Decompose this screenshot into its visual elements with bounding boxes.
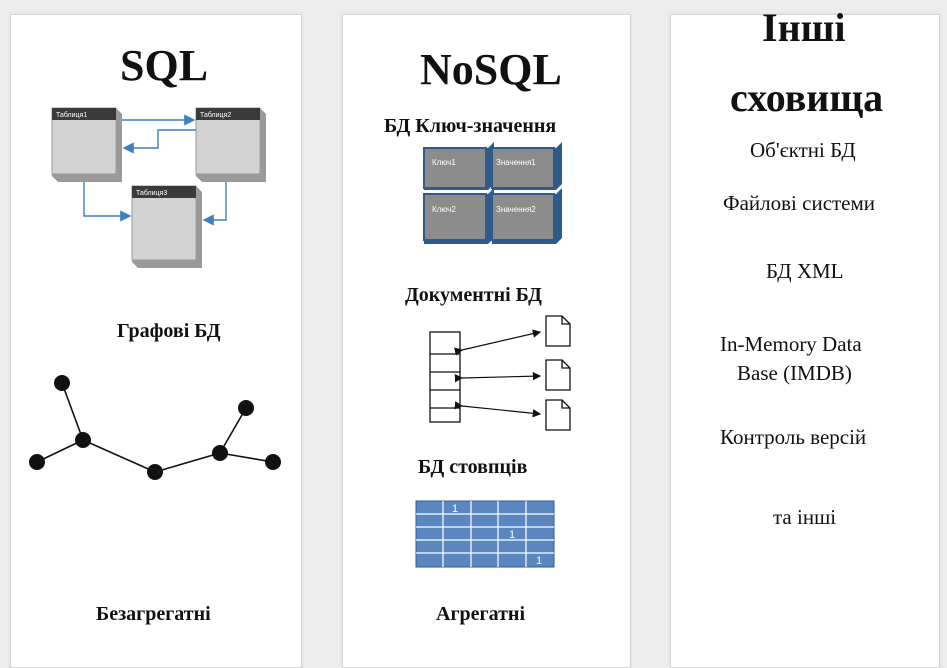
table-box-3: Таблиця3 xyxy=(131,185,202,268)
document-icon xyxy=(545,399,571,431)
graph-node xyxy=(212,445,228,461)
sql-title: SQL xyxy=(120,41,209,90)
graph-diagram xyxy=(29,375,281,480)
column-mark: 1 xyxy=(452,503,458,515)
column-db-label: БД стовпців xyxy=(418,456,528,478)
svg-text:Значення1: Значення1 xyxy=(496,158,536,167)
kv-db-label: БД Ключ-значення xyxy=(384,115,557,137)
imdb-item-line2: Base (IMDB) xyxy=(737,361,852,385)
graph-node xyxy=(147,464,163,480)
document-icon xyxy=(545,359,571,391)
table-label-1: Таблиця1 xyxy=(56,111,87,119)
imdb-item-line1: In-Memory Data xyxy=(720,332,862,356)
graph-node xyxy=(238,400,254,416)
graph-db-label: Графові БД xyxy=(117,320,221,342)
nosql-title: NoSQL xyxy=(420,45,562,94)
column-mark: 1 xyxy=(536,555,542,567)
table-label-2: Таблиця2 xyxy=(200,111,231,119)
kv-cell-3: Ключ2 xyxy=(423,188,494,244)
file-systems-item: Файлові системи xyxy=(723,191,876,215)
relational-tables-diagram: Таблиця1 Таблиця2 Таблиця3 xyxy=(51,107,266,268)
other-title-line2: сховища xyxy=(730,75,884,120)
graph-node xyxy=(54,375,70,391)
column-mark: 1 xyxy=(509,529,515,541)
object-db-item: Об'єктні БД xyxy=(750,138,856,162)
version-control-item: Контроль версій xyxy=(720,425,867,449)
document-index xyxy=(429,331,461,423)
graph-node xyxy=(75,432,91,448)
kv-cell-1: Ключ1 xyxy=(423,142,494,190)
key-value-diagram: Ключ1 Значення1 Ключ2 Значення2 xyxy=(423,142,562,244)
relation-arrows xyxy=(83,114,227,226)
other-title-line1: Інші xyxy=(762,5,846,50)
document-icon xyxy=(545,315,571,347)
document-arrows xyxy=(454,329,542,418)
table-label-3: Таблиця3 xyxy=(136,189,167,197)
graph-node xyxy=(265,454,281,470)
sql-footer: Безагрегатні xyxy=(96,603,211,625)
kv-cell-4: Значення2 xyxy=(491,188,562,244)
other-panel xyxy=(670,14,940,668)
nosql-footer: Агрегатні xyxy=(436,603,525,625)
svg-text:Ключ1: Ключ1 xyxy=(432,158,456,167)
svg-text:Ключ2: Ключ2 xyxy=(432,205,456,214)
kv-cell-2: Значення1 xyxy=(491,142,562,190)
svg-text:Значення2: Значення2 xyxy=(496,205,536,214)
table-box-1: Таблиця1 xyxy=(51,107,122,182)
column-diagram: 1 1 1 xyxy=(415,500,555,568)
table-box-2: Таблиця2 xyxy=(195,107,266,182)
document-diagram xyxy=(429,315,571,431)
document-db-label: Документні БД xyxy=(405,284,542,306)
xml-db-item: БД XML xyxy=(766,259,844,283)
others-item: та інші xyxy=(773,505,837,529)
graph-node xyxy=(29,454,45,470)
